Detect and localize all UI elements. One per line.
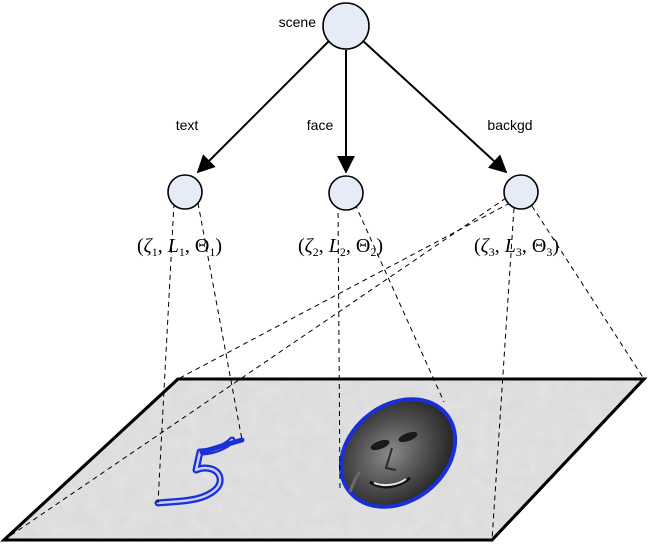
edge-label-text: text	[176, 117, 199, 133]
node-params-1: (ζ1, L1, Θ1)	[137, 235, 222, 259]
node-params-2: (ζ2, L2, Θ2)	[298, 235, 383, 259]
edge-label-face: face	[307, 117, 334, 133]
root-label: scene	[279, 14, 317, 30]
face-eye-right	[398, 431, 418, 443]
node-text	[167, 174, 203, 210]
node-backgd	[503, 174, 539, 210]
graph-nodes	[167, 2, 539, 211]
text-region-digit	[154, 436, 245, 507]
node-params-3: (ζ3, L3, Θ3)	[474, 235, 559, 259]
edge-text	[196, 39, 331, 174]
root-node	[322, 2, 370, 50]
projection-lines	[3, 197, 645, 541]
face-eye-left	[370, 439, 390, 451]
graph-edges	[196, 39, 508, 174]
edge-backgd	[361, 39, 508, 174]
image-plane	[0, 377, 648, 542]
face-region	[338, 397, 458, 509]
edge-label-backgd: backgd	[487, 117, 532, 133]
node-face	[328, 175, 364, 211]
